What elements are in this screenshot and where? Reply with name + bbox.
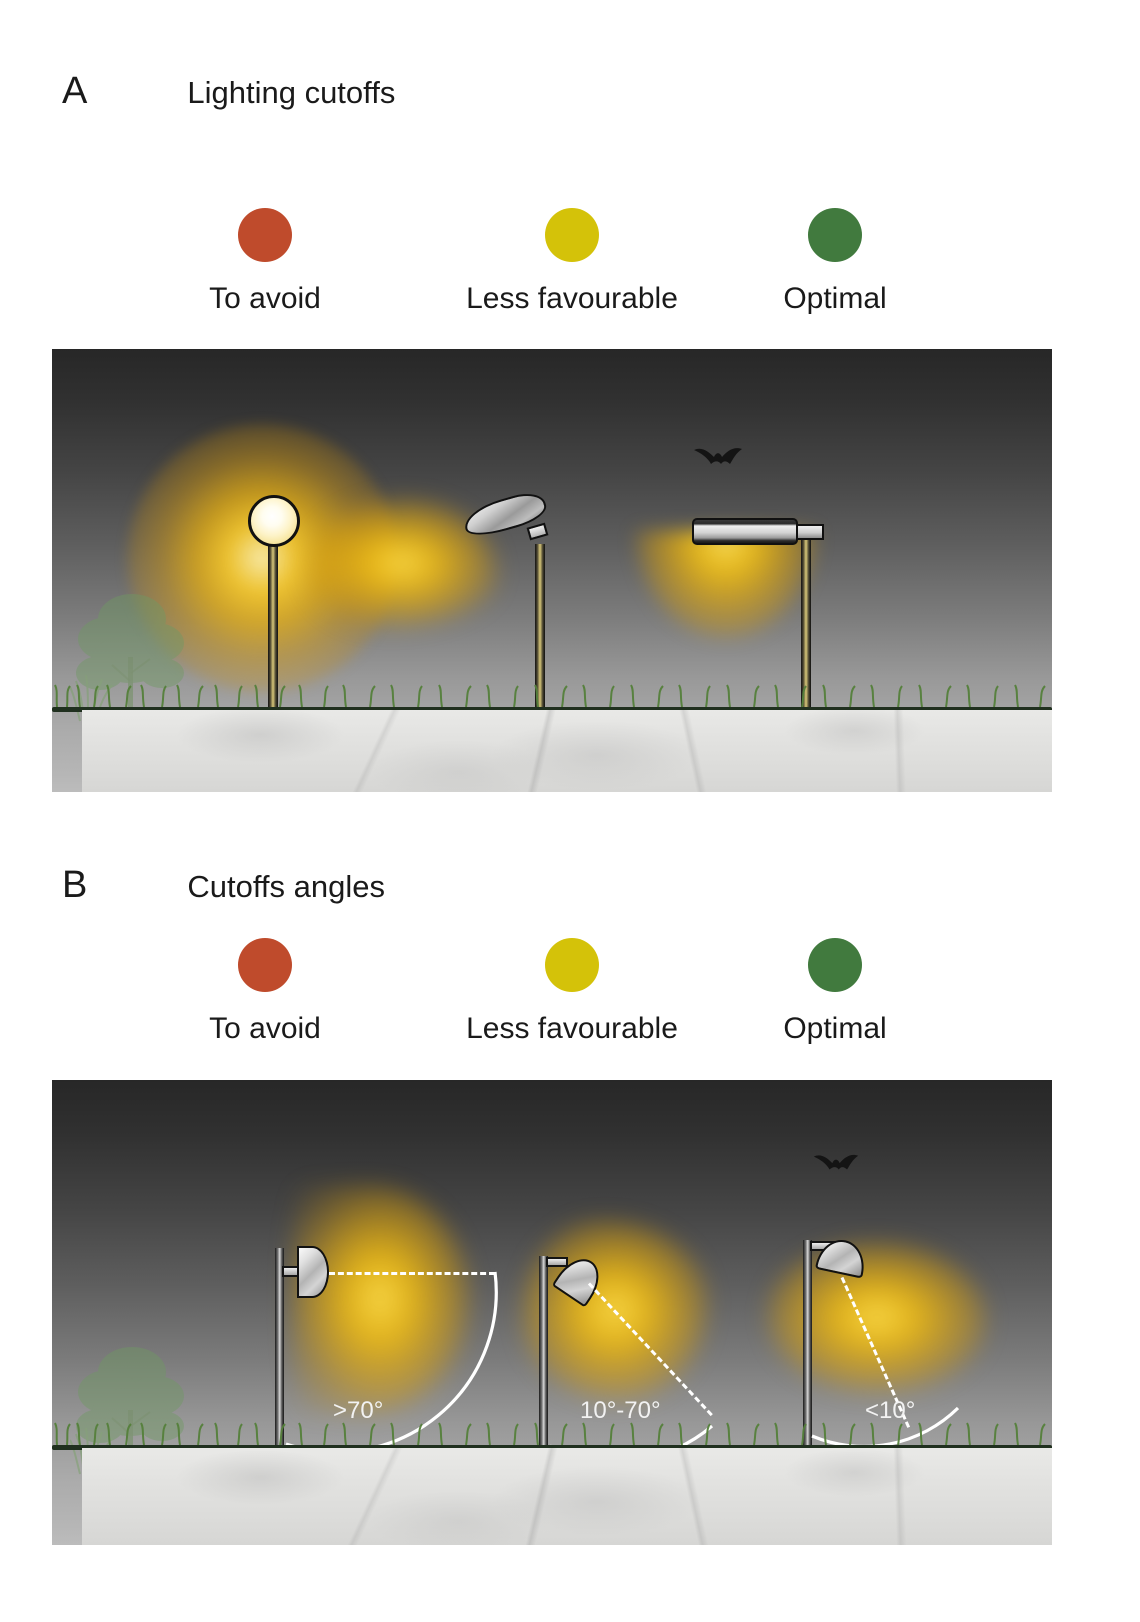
legend-item-to-avoid: To avoid: [135, 208, 395, 314]
angle-arc-b3: [811, 1406, 960, 1449]
legend-item-less-favourable-b: Less favourable: [442, 938, 702, 1044]
panel-b-header: B Cutoffs angles: [62, 866, 385, 904]
circle-marker-icon-red: [238, 208, 292, 262]
dome-fixture-b1: [297, 1246, 329, 1298]
circle-marker-icon-yellow-b: [545, 938, 599, 992]
bat-icon: [694, 448, 742, 464]
lamp-arm-b2: [546, 1257, 568, 1267]
circle-marker-icon-red-b: [238, 938, 292, 992]
grass-strip: [52, 683, 1052, 708]
grass-strip-b: [52, 1421, 1052, 1446]
bat-icon-b: [813, 1154, 859, 1170]
lamp-pole-b2: [539, 1256, 548, 1532]
circle-marker-icon-green-b: [808, 938, 862, 992]
ground-surface-line: [52, 707, 1052, 712]
circle-marker-icon-green: [808, 208, 862, 262]
lamp-pole-globe: [268, 514, 278, 733]
panel-a-legend: To avoid Less favourable Optimal: [135, 208, 1135, 328]
lamp-pole-b3: [803, 1240, 812, 1532]
ground-cross-section: [82, 710, 1052, 792]
circle-marker-icon-yellow: [545, 208, 599, 262]
panel-b-letter: B: [62, 864, 88, 906]
angle-label-b1: >70°: [333, 1397, 384, 1424]
legend-item-less-favourable: Less favourable: [442, 208, 702, 314]
tree-icon: [70, 594, 184, 722]
lamp-pole-b1: [275, 1248, 284, 1532]
panel-a-letter: A: [62, 70, 88, 112]
panel-a-scene: [52, 349, 1052, 792]
legend-label-optimal-b: Optimal: [783, 1012, 887, 1045]
legend-item-optimal: Optimal: [705, 208, 965, 314]
full-cutoff-fixture: [692, 518, 798, 545]
legend-label-to-avoid-b: To avoid: [209, 1012, 321, 1045]
legend-label-less-favourable-b: Less favourable: [466, 1012, 678, 1045]
legend-label-optimal: Optimal: [783, 282, 887, 315]
panel-a-header: A Lighting cutoffs: [62, 72, 395, 110]
globe-lamp-bulb: [248, 495, 300, 547]
legend-label-less-favourable: Less favourable: [466, 282, 678, 315]
legend-label-to-avoid: To avoid: [209, 282, 321, 315]
ground-cross-section-b: [82, 1448, 1052, 1545]
legend-item-to-avoid-b: To avoid: [135, 938, 395, 1044]
panel-b-scene: >70° 10°-70° <10°: [52, 1080, 1052, 1545]
angle-label-b3: <10°: [865, 1397, 916, 1424]
aim-axis-b1: [329, 1272, 495, 1275]
angle-label-b2: 10°-70°: [580, 1397, 661, 1424]
ground-surface-line-b: [52, 1445, 1052, 1450]
tree-icon-b: [70, 1347, 184, 1475]
panel-a-title: Lighting cutoffs: [187, 75, 396, 110]
legend-item-optimal-b: Optimal: [705, 938, 965, 1044]
panel-b-legend: To avoid Less favourable Optimal: [135, 938, 1135, 1058]
lamp-pole-full-cutoff: [801, 534, 811, 733]
lamp-pole-cobra: [535, 544, 545, 733]
panel-b-title: Cutoffs angles: [187, 869, 385, 904]
